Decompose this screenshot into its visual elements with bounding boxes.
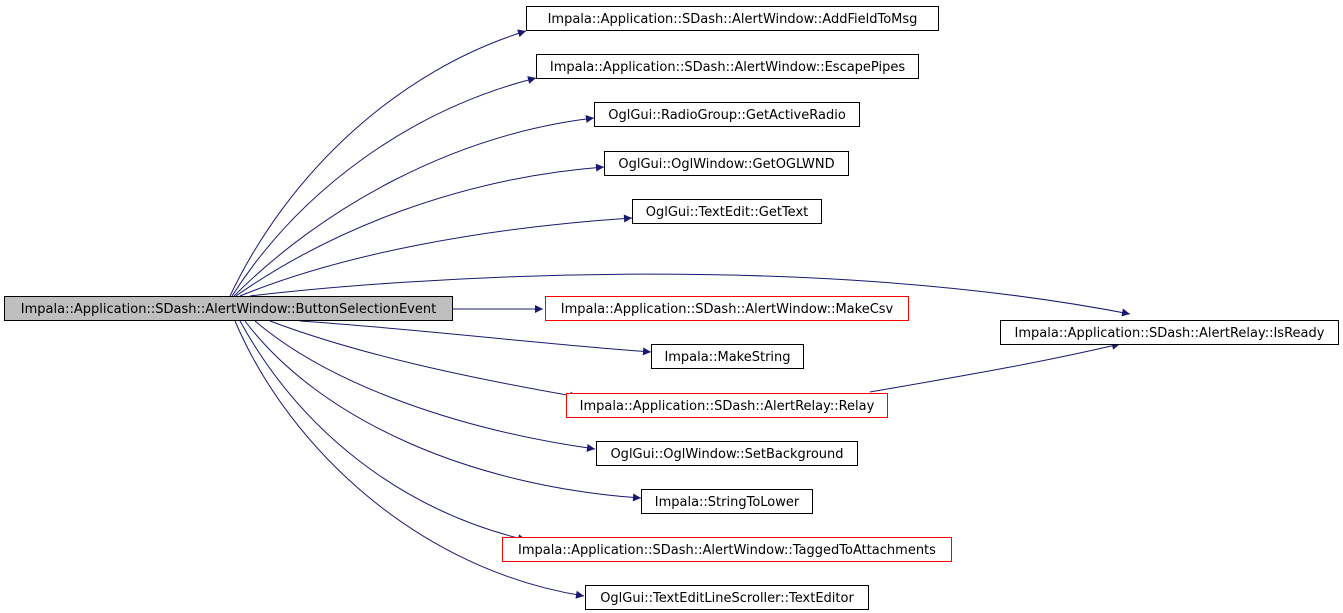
node-texteditor-label: OglGui::TextEditLineScroller::TextEditor bbox=[600, 591, 854, 606]
edge-root-to-texteditor bbox=[234, 320, 585, 599]
node-getoglwnd-label: OglGui::OglWindow::GetOGLWND bbox=[618, 157, 834, 172]
node-getactiveradio-label: OglGui::RadioGroup::GetActiveRadio bbox=[608, 108, 846, 123]
node-makecsv[interactable]: Impala::Application::SDash::AlertWindow:… bbox=[545, 296, 909, 321]
node-texteditor[interactable]: OglGui::TextEditLineScroller::TextEditor bbox=[585, 585, 869, 610]
edge-relay-to-isready bbox=[869, 341, 1121, 393]
edge-root-to-getactiveradio bbox=[233, 114, 595, 297]
edge-root-to-gettext bbox=[239, 214, 633, 297]
node-escapepipes[interactable]: Impala::Application::SDash::AlertWindow:… bbox=[536, 54, 919, 79]
edge-root-to-setbackground bbox=[254, 320, 596, 452]
edge-root-to-stringtolower bbox=[244, 320, 642, 502]
node-gettext-label: OglGui::TextEdit::GetText bbox=[646, 205, 808, 220]
node-stringtolower[interactable]: Impala::StringToLower bbox=[641, 489, 813, 514]
edge-root-to-isready bbox=[249, 273, 1131, 317]
node-makestring-label: Impala::MakeString bbox=[664, 350, 790, 365]
node-isready-label: Impala::Application::SDash::AlertRelay::… bbox=[1015, 326, 1325, 341]
node-addfieldtomsg[interactable]: Impala::Application::SDash::AlertWindow:… bbox=[526, 6, 939, 31]
node-root[interactable]: Impala::Application::SDash::AlertWindow:… bbox=[4, 296, 453, 321]
node-makecsv-label: Impala::Application::SDash::AlertWindow:… bbox=[561, 302, 894, 317]
edge-root-to-addfieldtomsg bbox=[229, 29, 527, 297]
node-stringtolower-label: Impala::StringToLower bbox=[655, 495, 800, 510]
edge-root-to-relay bbox=[269, 320, 579, 400]
node-relay-label: Impala::Application::SDash::AlertRelay::… bbox=[580, 399, 875, 414]
edge-root-to-escapepipes bbox=[231, 76, 537, 297]
node-getactiveradio[interactable]: OglGui::RadioGroup::GetActiveRadio bbox=[594, 102, 860, 127]
node-setbackground[interactable]: OglGui::OglWindow::SetBackground bbox=[596, 441, 858, 466]
node-makestring[interactable]: Impala::MakeString bbox=[651, 344, 804, 369]
node-taggedtoattachments[interactable]: Impala::Application::SDash::AlertWindow:… bbox=[502, 537, 952, 562]
node-root-label: Impala::Application::SDash::AlertWindow:… bbox=[21, 302, 436, 317]
node-setbackground-label: OglGui::OglWindow::SetBackground bbox=[610, 447, 843, 462]
edge-root-to-makestring bbox=[299, 320, 652, 356]
node-taggedtoattachments-label: Impala::Application::SDash::AlertWindow:… bbox=[518, 543, 936, 558]
node-gettext[interactable]: OglGui::TextEdit::GetText bbox=[632, 199, 822, 224]
node-getoglwnd[interactable]: OglGui::OglWindow::GetOGLWND bbox=[604, 151, 849, 176]
node-escapepipes-label: Impala::Application::SDash::AlertWindow:… bbox=[550, 60, 905, 75]
edge-root-to-getoglwnd bbox=[235, 163, 605, 297]
edge-root-to-taggedtoattachments bbox=[239, 320, 527, 543]
node-addfieldtomsg-label: Impala::Application::SDash::AlertWindow:… bbox=[548, 12, 918, 27]
node-isready[interactable]: Impala::Application::SDash::AlertRelay::… bbox=[1000, 320, 1339, 345]
node-relay[interactable]: Impala::Application::SDash::AlertRelay::… bbox=[566, 393, 888, 418]
